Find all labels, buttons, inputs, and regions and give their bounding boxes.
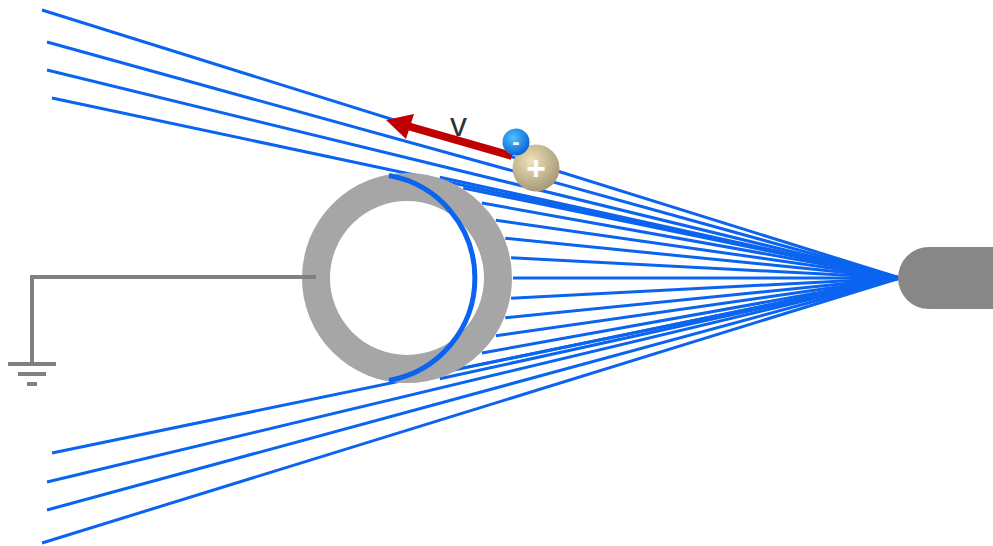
field-line	[463, 188, 900, 278]
field-line	[47, 278, 900, 482]
ground-symbol	[8, 362, 56, 366]
field-line	[513, 277, 900, 280]
field-line	[52, 278, 900, 453]
charge-sign: -	[512, 131, 519, 153]
negative-charge: -	[502, 128, 530, 156]
field-line	[42, 10, 900, 278]
field-line	[496, 220, 900, 278]
ground-symbol	[27, 382, 37, 386]
field-line	[482, 203, 900, 278]
field-line	[47, 70, 900, 278]
grounded-ring	[316, 187, 498, 369]
field-line	[505, 238, 900, 278]
field-line	[496, 278, 900, 336]
charged-electrode	[898, 247, 993, 309]
charge-ball	[513, 145, 560, 192]
field-line	[47, 278, 900, 510]
field-line	[52, 98, 900, 278]
field-line	[47, 42, 900, 278]
field-line	[511, 258, 900, 278]
velocity-arrowhead	[386, 114, 414, 139]
field-line	[505, 278, 900, 318]
charge-sign: +	[526, 151, 546, 185]
field-line	[482, 278, 900, 353]
ground-symbol	[18, 372, 46, 376]
charge-ball	[503, 129, 530, 156]
induced-charge-arc	[389, 176, 475, 381]
ground-wire	[32, 277, 316, 364]
field-line	[42, 278, 900, 543]
velocity-label: v	[450, 107, 467, 141]
